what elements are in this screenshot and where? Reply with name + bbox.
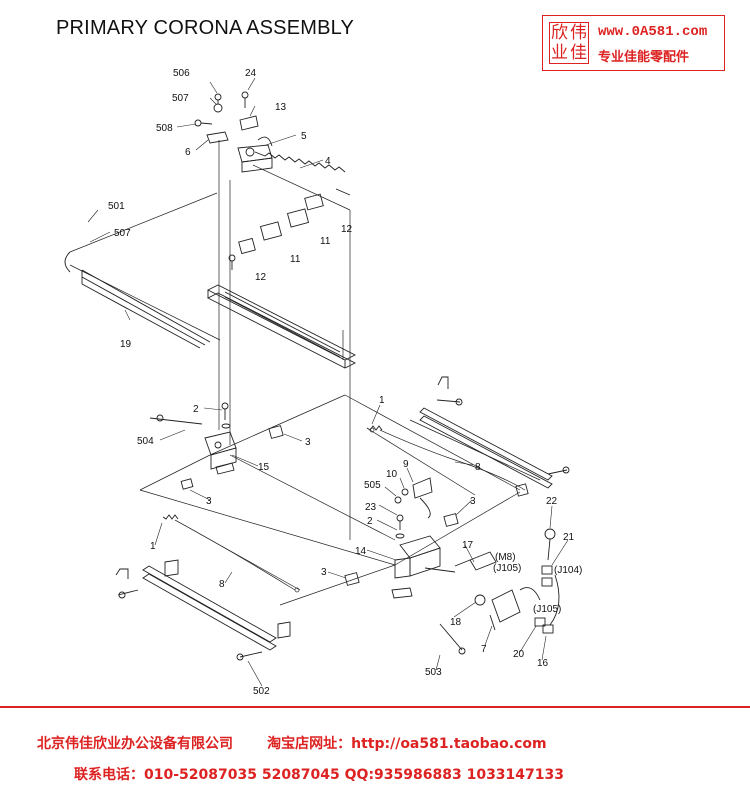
assembly-lines <box>69 140 541 606</box>
exploded-parts-diagram: 506 24 507 13 508 5 6 4 501 507 12 11 11… <box>64 68 582 697</box>
footer-contact-line: 联系电话：010-52087035 52087045 QQ:935986883 … <box>74 767 564 783</box>
callout-6: 6 <box>185 147 191 158</box>
callout-1: 1 <box>150 541 156 552</box>
callout-14: 14 <box>355 546 367 557</box>
connector-j105: (J105) <box>493 563 521 574</box>
upper-rail <box>207 284 356 369</box>
connector-j104: (J104) <box>554 565 582 576</box>
callout-23: 23 <box>365 502 377 513</box>
top-bracket <box>194 91 273 173</box>
logo-mark: 欣 伟 业 佳 <box>549 22 589 64</box>
bracket-9 <box>394 477 433 519</box>
callout-4: 4 <box>325 156 331 167</box>
cleaning-spring <box>254 151 351 196</box>
callout-2: 2 <box>193 404 199 415</box>
callout-12: 12 <box>341 224 353 235</box>
callout-505: 505 <box>364 480 381 491</box>
page-title: PRIMARY CORONA ASSEMBLY <box>56 17 355 39</box>
callout-9: 9 <box>403 459 409 470</box>
clip-parts <box>228 193 324 270</box>
logo-url: www.0A581.com <box>598 24 708 40</box>
logo-char: 业 <box>551 42 568 63</box>
callout-7: 7 <box>481 644 487 655</box>
callout-3: 3 <box>305 437 311 448</box>
callout-503: 503 <box>425 667 442 678</box>
callout-24: 24 <box>245 68 257 79</box>
callout-11: 11 <box>290 254 301 265</box>
callout-21: 21 <box>563 532 575 543</box>
callout-10: 10 <box>386 469 398 480</box>
callout-507: 507 <box>114 228 131 239</box>
connector-labels: (M8) (J105) (J104) (J105) <box>493 552 582 615</box>
callout-19: 19 <box>120 339 132 350</box>
cleaner-pads <box>64 251 211 349</box>
callout-3: 3 <box>321 567 327 578</box>
callout-5: 5 <box>301 131 307 142</box>
callout-3: 3 <box>470 496 476 507</box>
right-block <box>391 514 456 599</box>
callout-8: 8 <box>219 579 225 590</box>
callout-506: 506 <box>173 68 190 79</box>
callout-16: 16 <box>537 658 549 669</box>
callout-2: 2 <box>367 516 373 527</box>
footer-divider <box>0 706 750 708</box>
logo-char: 伟 <box>570 22 587 43</box>
callout-11: 11 <box>320 236 331 247</box>
callout-502: 502 <box>253 686 270 697</box>
logo-tagline: 专业佳能零配件 <box>598 50 690 65</box>
callout-3: 3 <box>206 496 212 507</box>
leader-lines <box>87 77 569 687</box>
right-rail <box>419 376 570 489</box>
brand-logo: 欣 伟 业 佳 www.0A581.com 专业佳能零配件 <box>542 15 725 71</box>
callout-12: 12 <box>255 272 267 283</box>
callout-1: 1 <box>379 395 385 406</box>
logo-char: 佳 <box>570 42 587 63</box>
footer-company-line: 北京伟佳欣业办公设备有限公司 淘宝店网址：http://oa581.taobao… <box>37 736 547 752</box>
callout-8: 8 <box>475 462 481 473</box>
harness-parts <box>439 528 560 655</box>
callout-13: 13 <box>275 102 287 113</box>
callout-504: 504 <box>137 436 154 447</box>
connector-m8: (M8) <box>495 552 516 563</box>
connector-j105: (J105) <box>533 604 561 615</box>
callout-22: 22 <box>546 496 558 507</box>
callout-18: 18 <box>450 617 462 628</box>
callout-17: 17 <box>462 540 474 551</box>
callout-15: 15 <box>258 462 270 473</box>
tension-springs <box>162 425 383 520</box>
logo-char: 欣 <box>551 22 568 43</box>
lower-rail <box>115 559 291 661</box>
block-parts <box>180 425 529 586</box>
callout-501: 501 <box>108 201 125 212</box>
callout-507: 507 <box>172 93 189 104</box>
callout-labels: 506 24 507 13 508 5 6 4 501 507 12 11 11… <box>108 68 575 697</box>
left-block <box>149 402 237 475</box>
callout-20: 20 <box>513 649 525 660</box>
callout-508: 508 <box>156 123 173 134</box>
